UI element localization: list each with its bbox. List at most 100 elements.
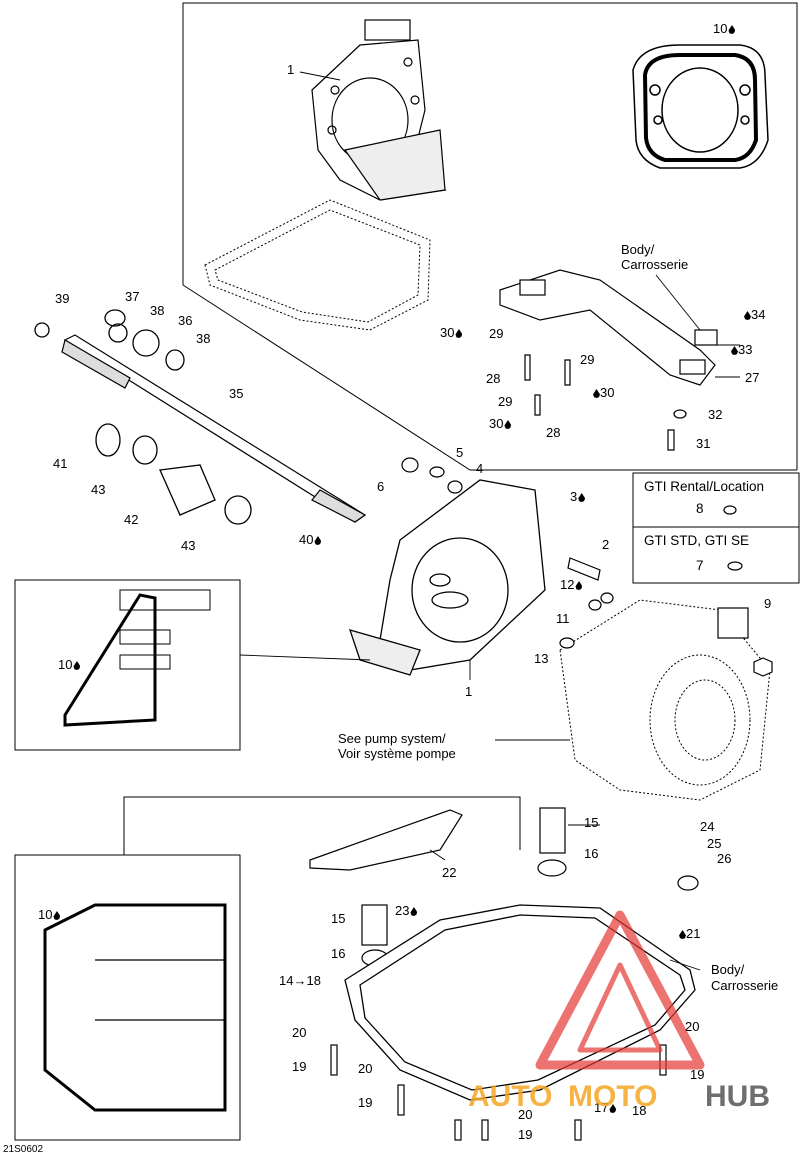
housing-detail-top [632,44,769,169]
callout-number: 18 [306,973,321,988]
callout-31: 31 [696,436,711,451]
callout-number: 17 [594,1100,609,1115]
ride-plate-top [204,199,431,331]
sealant-icon [73,661,81,670]
variant-rental-part: 8 [696,501,704,516]
sealant-icon [314,536,322,545]
top-frame [182,2,798,470]
callout-39: 39 [55,291,70,306]
grommets [361,807,699,967]
sealant-icon [593,389,600,398]
callout-3: 3 [570,489,586,504]
callout-number: 30 [600,385,615,400]
callout-43: 43 [181,538,196,553]
callout-32: 32 [708,407,723,422]
callout-30: 30 [440,325,463,340]
carrosserie-label: Carrosserie [621,257,689,272]
watermark-auto: AUTO [468,1080,553,1113]
body-label-bottom: Body/ [711,962,745,977]
detail-box-bottom [14,854,241,1141]
detail-bottom-content [43,903,227,1112]
variant-std-part: 7 [696,558,704,573]
callout-15: 15 [584,815,599,830]
callout-10: 10 [38,908,61,922]
body-label: Body/ [621,242,655,257]
callout-number: 34 [751,307,766,322]
sealant-icon [504,420,512,429]
callout-16: 16 [331,946,346,961]
detail-box-left [14,579,241,751]
variant-std-title: GTI STD, GTI SE [644,533,750,548]
callout-1: 1 [465,684,473,699]
callout-19: 19 [690,1067,705,1082]
callout-12: 12 [560,578,583,592]
callout-34: 34 [743,308,765,322]
callout-number: 30 [440,325,455,340]
callout-20: 20 [292,1025,307,1040]
sealant-icon [53,911,61,920]
callout-28: 28 [546,425,561,440]
watermark-hub: HUB [705,1080,770,1113]
callout-18: 18 [632,1103,647,1118]
sealant-icon [731,346,738,355]
carrosserie-label-bottom: Carrosserie [711,978,779,993]
callout-number: 10 [713,21,728,36]
callout-38: 38 [196,331,211,346]
callout-1: 1 [287,62,295,77]
variant-box [632,472,800,584]
arrow-right-icon: → [293,973,307,988]
callout-20: 20 [518,1107,533,1122]
callout-number: 14 [279,973,294,988]
housing-top [311,19,447,201]
callout-30: 30 [592,386,614,400]
drive-shaft [61,334,367,523]
sealant-icon [410,907,418,916]
support-bracket [499,269,716,386]
callout-20: 20 [685,1019,700,1034]
callout-number: 3 [570,489,578,504]
callout-37: 37 [125,289,140,304]
callout-number: 23 [395,903,410,918]
callout-17: 17 [594,1100,617,1115]
callout-20: 20 [358,1061,373,1076]
sealant-icon [609,1104,617,1113]
callout-23: 23 [395,903,418,918]
callout-6: 6 [377,479,385,494]
callout-33: 33 [730,343,752,357]
callout-number: 10 [58,657,73,672]
pump-system [559,599,771,801]
callout-19: 19 [292,1059,307,1074]
callout-4: 4 [476,461,484,476]
callout-28: 28 [486,371,501,386]
callout-42: 42 [124,512,139,527]
callout-13: 13 [534,651,549,666]
callout-29: 29 [580,352,595,367]
leader-lines [239,71,740,971]
pump-note-fr: Voir système pompe [338,746,456,761]
diagram-code: 21S0602 [3,1144,44,1155]
watermark-moto: MOTO [568,1080,658,1113]
bolts [330,1044,667,1141]
callout-11: 11 [556,611,570,626]
callout-21: 21 [678,927,700,941]
callout-16: 16 [584,846,599,861]
callout-number: 30 [489,416,504,431]
callout-19: 19 [358,1095,373,1110]
sealant-icon [744,311,751,320]
callout-19: 19 [518,1127,533,1142]
bottom-frame [123,796,521,855]
callout-25: 25 [707,836,722,851]
callout-36: 36 [178,313,193,328]
callout-29: 29 [498,394,513,409]
callout-35: 35 [229,386,244,401]
sealant-icon [728,25,736,34]
strip [309,809,463,871]
sealant-icon [679,930,686,939]
callout-26: 26 [717,851,732,866]
housing-middle [348,479,546,676]
callout-43: 43 [91,482,106,497]
callout-number: 33 [738,342,753,357]
callout-number: 40 [299,532,314,547]
callout-2: 2 [602,537,610,552]
